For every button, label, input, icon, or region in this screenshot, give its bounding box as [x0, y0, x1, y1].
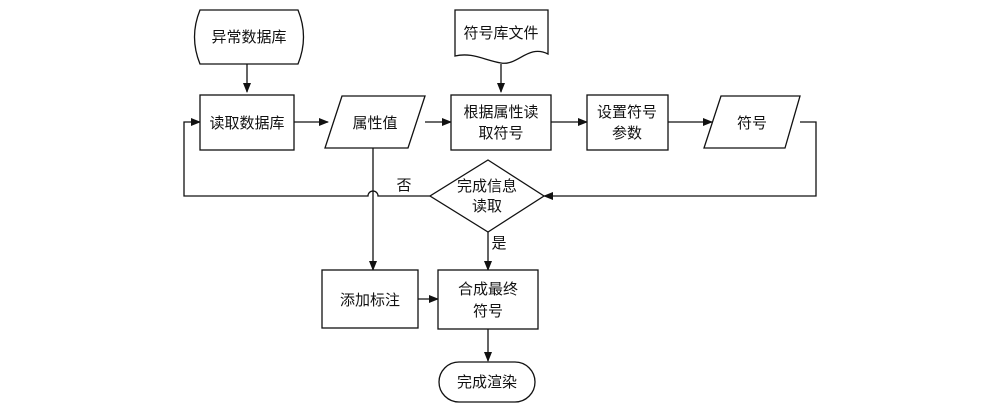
node-add-label-text: 添加标注 [340, 291, 400, 309]
node-read-symbol-by-attribute: 根据属性读 取符号 [450, 94, 552, 151]
node-read-symbol-by-attribute-line2: 取符号 [478, 124, 523, 142]
node-symbol-label: 符号 [737, 114, 767, 132]
node-render-complete-label: 完成渲染 [457, 373, 517, 391]
node-attribute-value-label: 属性值 [352, 114, 397, 132]
node-set-symbol-params-line2: 参数 [612, 124, 642, 142]
node-symbol: 符号 [703, 95, 801, 149]
node-abnormal-database-label: 异常数据库 [211, 28, 286, 46]
node-compose-final-symbol: 合成最终 符号 [437, 269, 539, 330]
node-render-complete: 完成渲染 [438, 361, 536, 403]
edge-decision-no-loop [183, 118, 430, 197]
node-decision-done-reading: 完成信息 读取 [428, 159, 546, 233]
edge-symbol-to-decision [543, 121, 817, 200]
node-set-symbol-params: 设置符号 参数 [586, 94, 669, 151]
node-set-symbol-params-line1: 设置符号 [597, 103, 657, 121]
node-symbol-library-file: 符号库文件 [454, 9, 549, 64]
node-compose-final-symbol-line2: 符号 [473, 302, 503, 320]
edge-label-no: 否 [396, 176, 411, 194]
node-add-label: 添加标注 [321, 269, 419, 329]
node-decision-done-reading-line1: 完成信息 [457, 177, 517, 195]
node-read-database: 读取数据库 [199, 94, 295, 151]
node-abnormal-database: 异常数据库 [193, 9, 305, 65]
node-attribute-value: 属性值 [324, 95, 426, 149]
edge-label-yes: 是 [491, 234, 506, 252]
node-read-database-label: 读取数据库 [209, 114, 284, 132]
edges [183, 64, 817, 362]
node-decision-done-reading-line2: 读取 [472, 197, 502, 215]
node-symbol-library-file-label: 符号库文件 [463, 24, 538, 42]
node-compose-final-symbol-line1: 合成最终 [458, 280, 518, 298]
node-read-symbol-by-attribute-line1: 根据属性读 [463, 103, 538, 121]
